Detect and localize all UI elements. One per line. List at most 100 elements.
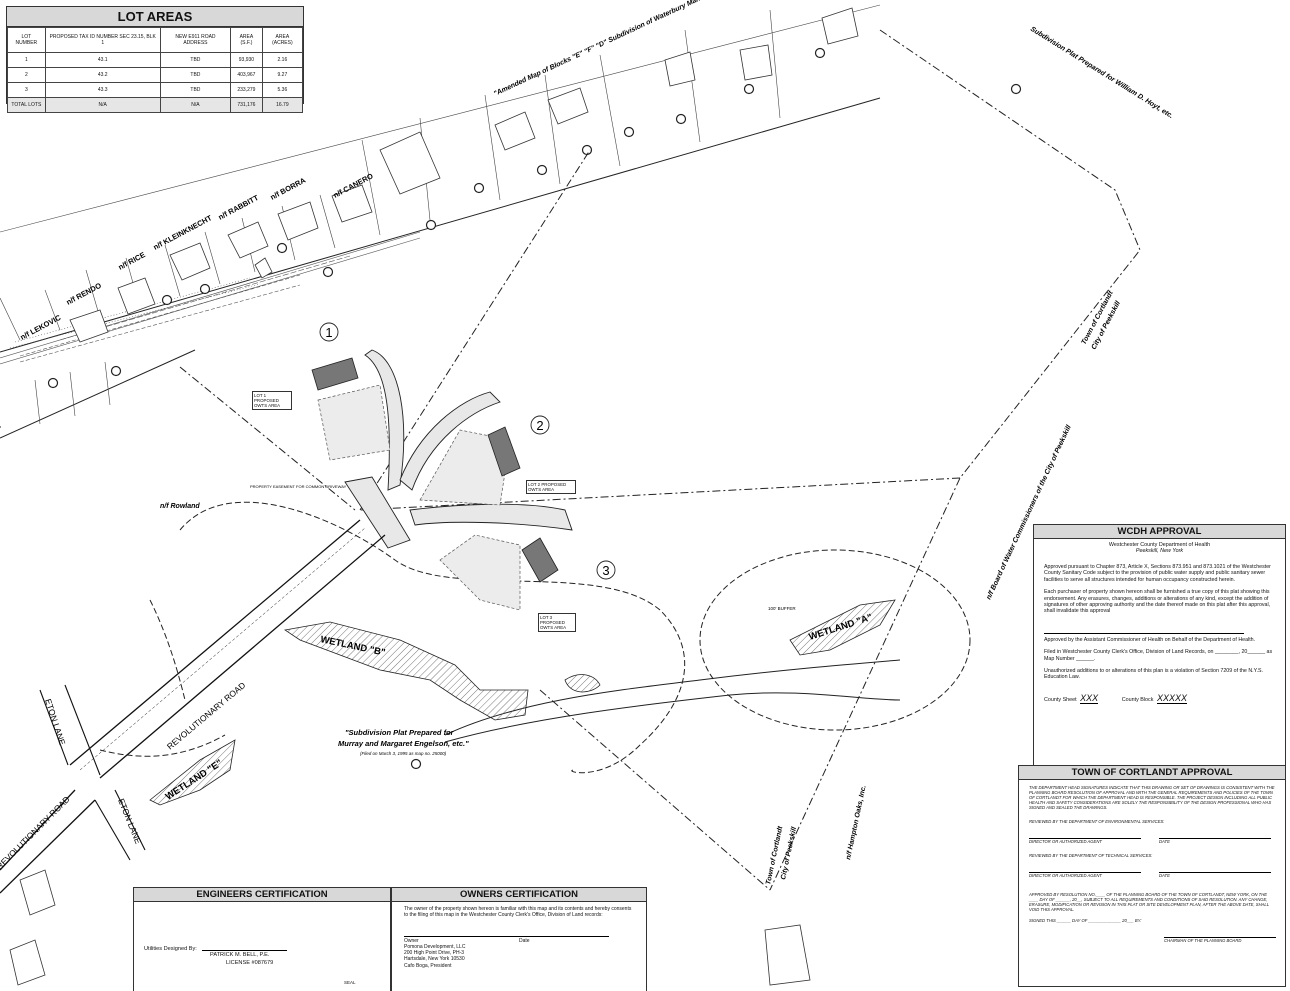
lot-areas-header-row: LOT NUMBER PROPOSED TAX ID NUMBER SEC 23… xyxy=(7,27,304,53)
owts-areas xyxy=(317,384,521,611)
signed-line: SIGNED THIS ______ DAY OF ______________… xyxy=(1029,918,1142,923)
cell: 43.3 xyxy=(44,82,161,98)
eton-lane-label-1: ETON LANE xyxy=(43,698,67,747)
cell: 93,930 xyxy=(230,52,263,68)
wcdh-sheet-block: County Sheet XXX County Block XXXXX xyxy=(1044,693,1275,704)
owners-certification-block: OWNERS CERTIFICATION The owner of the pr… xyxy=(391,887,647,991)
wcdh-city: Peekskill, New York xyxy=(1135,548,1184,554)
chairman-signature: CHAIRMAN OF THE PLANNING BOARD xyxy=(1164,937,1276,943)
lot-number-1: 1 xyxy=(325,325,332,340)
lot-number-circles xyxy=(319,322,616,580)
cell: TBD xyxy=(159,82,232,98)
lot-areas-title: LOT AREAS xyxy=(7,7,303,27)
engelson-filed: (Filed on March 3, 1995 as map no. 25000… xyxy=(360,751,447,756)
wetland-hatch xyxy=(149,599,896,806)
total-row: TOTAL LOTS N/A N/A 731,176 16.79 xyxy=(7,97,304,113)
col-area-sf: AREA (S.F.) xyxy=(230,27,263,53)
cell: 43.1 xyxy=(44,52,161,68)
tech-agent: DIRECTOR OR AUTHORIZED AGENT xyxy=(1029,872,1141,878)
county-block-label: County Block xyxy=(1121,696,1154,703)
owner-rendo: n/f RENDO xyxy=(65,281,103,307)
table-row: 2 43.2 TBD 403,967 9.27 xyxy=(7,67,304,83)
owner-signature-line: Owner Date xyxy=(404,936,609,944)
owner-kleinknecht: n/f KLEINKNECHT xyxy=(152,213,214,252)
env-sign-row: DIRECTOR OR AUTHORIZED AGENT DATE xyxy=(1029,838,1275,844)
owner-lekovic: n/f LEKOVIC xyxy=(19,313,63,342)
county-block-value: XXXXX xyxy=(1156,692,1187,704)
cell: 43.2 xyxy=(44,67,161,83)
utilities-designed-label: Utilities Designed By: xyxy=(144,946,197,952)
col-area-acres: AREA (ACRES) xyxy=(261,27,304,53)
cell: 233,279 xyxy=(230,82,263,98)
street-right-of-way xyxy=(0,97,881,439)
seal-label: SEAL xyxy=(344,980,356,985)
hoyt-label: Subdivision Plat Prepared for William D.… xyxy=(1029,26,1174,120)
resolution-text: APPROVED BY RESOLUTION NO.____ OF THE PL… xyxy=(1029,892,1269,912)
engineer-license: LICENSE #087679 xyxy=(226,960,274,966)
neighbor-houses xyxy=(9,7,859,986)
eton-lane xyxy=(39,684,146,861)
buffer-label: 100' BUFFER xyxy=(768,606,796,611)
signature-line xyxy=(1044,632,1244,634)
cortlandt-paragraph: THE DEPARTMENT HEAD SIGNATURES INDICATE … xyxy=(1029,785,1275,810)
col-road-address: NEW E911 ROAD ADDRESS xyxy=(159,27,232,53)
owners-title: OWNERS CERTIFICATION xyxy=(392,888,646,902)
engelson-label-2: Murray and Margaret Engelson, etc." xyxy=(338,739,469,748)
tech-date: DATE xyxy=(1159,872,1271,878)
cell: 2.16 xyxy=(261,52,304,68)
owners-statement: The owner of the property shown hereon i… xyxy=(404,906,632,918)
wcdh-paragraph-4: Filed in Westchester County Clerk's Offi… xyxy=(1044,649,1273,662)
cell: TBD xyxy=(159,67,232,83)
cell: 16.79 xyxy=(261,97,304,113)
neighbor-lot-markers xyxy=(47,47,1022,770)
lot1-owts-label: LOT 1 PROPOSED OWTS AREA xyxy=(252,391,292,410)
wcdh-title: WCDH APPROVAL xyxy=(1034,525,1285,539)
cell: 403,967 xyxy=(230,67,263,83)
col-lot-number: LOT NUMBER xyxy=(7,27,46,53)
table-row: 3 43.3 TBD 233,279 5.36 xyxy=(7,82,304,98)
cell: 731,176 xyxy=(230,97,263,113)
env-date: DATE xyxy=(1159,838,1271,844)
property-boundary xyxy=(179,29,1141,891)
cell: TBD xyxy=(159,52,232,68)
owner-rabbitt: n/f RABBITT xyxy=(217,193,261,222)
proposed-houses xyxy=(311,357,559,583)
tech-sign-row: DIRECTOR OR AUTHORIZED AGENT DATE xyxy=(1029,872,1275,878)
street-inner-lines xyxy=(0,231,421,365)
col-tax-id: PROPOSED TAX ID NUMBER SEC 23.15, BLK 1 xyxy=(44,27,161,53)
engineers-certification-block: ENGINEERS CERTIFICATION Utilities Design… xyxy=(133,887,391,991)
owner-date-label: Date xyxy=(519,938,530,944)
lot-number-2: 2 xyxy=(536,418,543,433)
county-sheet-label: County Sheet xyxy=(1044,696,1077,703)
cell: 1 xyxy=(7,52,46,68)
easement-label: PROPERTY EASEMENT FOR COMMON DRIVEWAY xyxy=(250,484,347,489)
cell: 3 xyxy=(7,82,46,98)
owner-line-4: Cafo Boga, President xyxy=(404,962,452,969)
wcdh-approval-block: WCDH APPROVAL Westchester County Departm… xyxy=(1033,524,1286,766)
wcdh-paragraph-2: Each purchaser of property shown hereon … xyxy=(1044,589,1271,615)
lot3-owts-label: LOT 3 PROPOSED OWTS AREA xyxy=(538,613,576,632)
cell: 2 xyxy=(7,67,46,83)
cell: TOTAL LOTS xyxy=(7,97,46,113)
tech-services-label: REVIEWED BY THE DEPARTMENT OF TECHNICAL … xyxy=(1029,853,1153,858)
cell: 5.36 xyxy=(261,82,304,98)
wcdh-paragraph-3: Approved by the Assistant Commissioner o… xyxy=(1044,636,1256,643)
engineer-name: PATRICK M. BELL, P.E. xyxy=(210,952,270,958)
engelson-label-1: "Subdivision Plat Prepared for xyxy=(345,728,455,737)
env-agent: DIRECTOR OR AUTHORIZED AGENT xyxy=(1029,838,1141,844)
common-driveway xyxy=(344,349,573,549)
wcdh-paragraph-5: Unauthorized additions to or alterations… xyxy=(1044,668,1263,681)
owner-line-1: Pomona Development, LLC xyxy=(404,944,466,950)
lot-number-3: 3 xyxy=(602,563,609,578)
wcdh-paragraph-1: Approved pursuant to Chapter 873, Articl… xyxy=(1044,564,1271,583)
owner-line-2: 200 High Point Drive, PH-3 xyxy=(404,950,465,957)
owner-borra: n/f BORRA xyxy=(269,175,308,201)
cortlandt-approval-block: TOWN OF CORTLANDT APPROVAL THE DEPARTMEN… xyxy=(1018,765,1286,987)
amended-map-label: "Amended Map of Blocks "E" "F" "D" Subdi… xyxy=(493,0,726,98)
owner-label: Owner xyxy=(404,938,419,944)
wetland-buffers xyxy=(99,501,971,774)
revolutionary-road xyxy=(0,519,386,894)
engineer-signature-line xyxy=(202,950,287,951)
county-sheet-value: XXX xyxy=(1080,692,1099,704)
cell: N/A xyxy=(44,97,161,113)
